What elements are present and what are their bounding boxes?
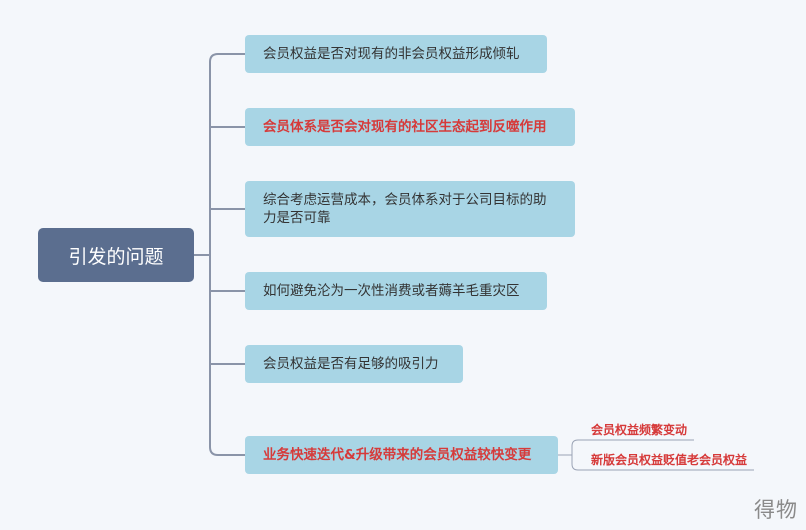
sub-label: 新版会员权益贬值老会员权益 [591,453,748,467]
branch-node-5[interactable]: 会员权益是否有足够的吸引力 [245,345,463,383]
sub-node-2[interactable]: 新版会员权益贬值老会员权益 [591,451,747,468]
branch-node-3[interactable]: 综合考虑运营成本，会员体系对于公司目标的助力是否可靠 [245,181,575,237]
sub-node-1[interactable]: 会员权益频繁变动 [591,421,687,438]
branch-label: 会员权益是否有足够的吸引力 [263,356,439,372]
root-node[interactable]: 引发的问题 [38,228,194,282]
branch-label: 业务快速迭代&升级带来的会员权益较快变更 [263,447,532,463]
branch-label: 会员权益是否对现有的非会员权益形成倾轧 [263,46,520,62]
root-label: 引发的问题 [68,245,164,268]
branch-node-6[interactable]: 业务快速迭代&升级带来的会员权益较快变更 [245,436,558,474]
branch-label: 会员体系是否会对现有的社区生态起到反噬作用 [263,119,547,135]
branch-label: 综合考虑运营成本，会员体系对于公司目标的助力是否可靠 [263,192,547,226]
sub-label: 会员权益频繁变动 [591,423,688,437]
branch-node-4[interactable]: 如何避免沦为一次性消费或者薅羊毛重灾区 [245,272,547,310]
watermark-logo: 得物 [754,498,798,522]
branch-label: 如何避免沦为一次性消费或者薅羊毛重灾区 [263,283,520,299]
branch-node-2[interactable]: 会员体系是否会对现有的社区生态起到反噬作用 [245,108,575,146]
branch-node-1[interactable]: 会员权益是否对现有的非会员权益形成倾轧 [245,35,547,73]
